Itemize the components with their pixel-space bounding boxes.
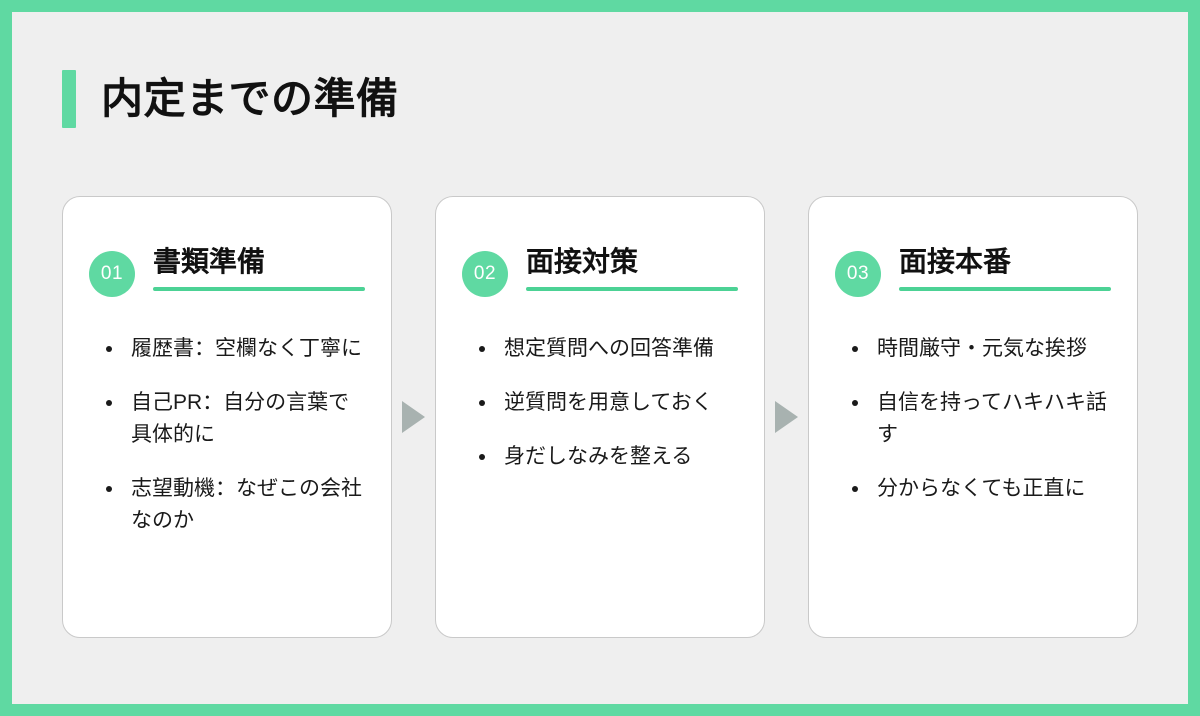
list-item: 想定質問への回答準備 (472, 333, 738, 365)
step-number-badge-01: 01 (89, 251, 135, 297)
step-card-03-heading-group: 面接本番 (899, 245, 1111, 292)
step-connector-1-2 (392, 196, 435, 638)
triangle-right-icon (402, 401, 425, 433)
list-item: 時間厳守・元気な挨拶 (845, 333, 1111, 365)
step-card-01-title-underline (153, 287, 365, 292)
step-card-01-title: 書類準備 (153, 246, 266, 277)
step-card-02[interactable]: 02 面接対策 想定質問への回答準備 逆質問を用意しておく 身だしなみを整える (435, 196, 765, 638)
step-card-02-title-underline (526, 287, 738, 292)
triangle-right-icon (775, 401, 798, 433)
title-accent-bar-icon (62, 70, 76, 128)
step-card-03-title: 面接本番 (899, 246, 1012, 277)
step-card-01-heading-group: 書類準備 (153, 245, 365, 292)
page-title: 内定までの準備 (62, 70, 399, 128)
list-item: 自己PR：自分の言葉で具体的に (99, 387, 365, 451)
step-number-badge-02: 02 (462, 251, 508, 297)
step-card-01[interactable]: 01 書類準備 履歴書：空欄なく丁寧に 自己PR：自分の言葉で具体的に 志望動機… (62, 196, 392, 638)
step-number-badge-03: 03 (835, 251, 881, 297)
page-title-text: 内定までの準備 (101, 75, 399, 122)
step-card-02-header: 02 面接対策 (462, 245, 738, 297)
step-connector-2-3 (765, 196, 808, 638)
step-card-01-bullet-list: 履歴書：空欄なく丁寧に 自己PR：自分の言葉で具体的に 志望動機：なぜこの会社な… (89, 333, 365, 537)
step-card-02-bullet-list: 想定質問への回答準備 逆質問を用意しておく 身だしなみを整える (462, 333, 738, 473)
step-card-03-title-underline (899, 287, 1111, 292)
step-card-03-header: 03 面接本番 (835, 245, 1111, 297)
step-card-03-bullet-list: 時間厳守・元気な挨拶 自信を持ってハキハキ話す 分からなくても正直に (835, 333, 1111, 505)
list-item: 自信を持ってハキハキ話す (845, 387, 1111, 451)
steps-container: 01 書類準備 履歴書：空欄なく丁寧に 自己PR：自分の言葉で具体的に 志望動機… (62, 196, 1138, 638)
step-card-02-heading-group: 面接対策 (526, 245, 738, 292)
step-card-02-title: 面接対策 (526, 246, 639, 277)
slide-canvas: 内定までの準備 01 書類準備 履歴書：空欄なく丁寧に 自己PR：自分の言葉で具… (12, 12, 1188, 704)
list-item: 身だしなみを整える (472, 441, 738, 473)
list-item: 逆質問を用意しておく (472, 387, 738, 419)
list-item: 履歴書：空欄なく丁寧に (99, 333, 365, 365)
step-card-01-header: 01 書類準備 (89, 245, 365, 297)
list-item: 分からなくても正直に (845, 473, 1111, 505)
list-item: 志望動機：なぜこの会社なのか (99, 473, 365, 537)
step-card-03[interactable]: 03 面接本番 時間厳守・元気な挨拶 自信を持ってハキハキ話す 分からなくても正… (808, 196, 1138, 638)
